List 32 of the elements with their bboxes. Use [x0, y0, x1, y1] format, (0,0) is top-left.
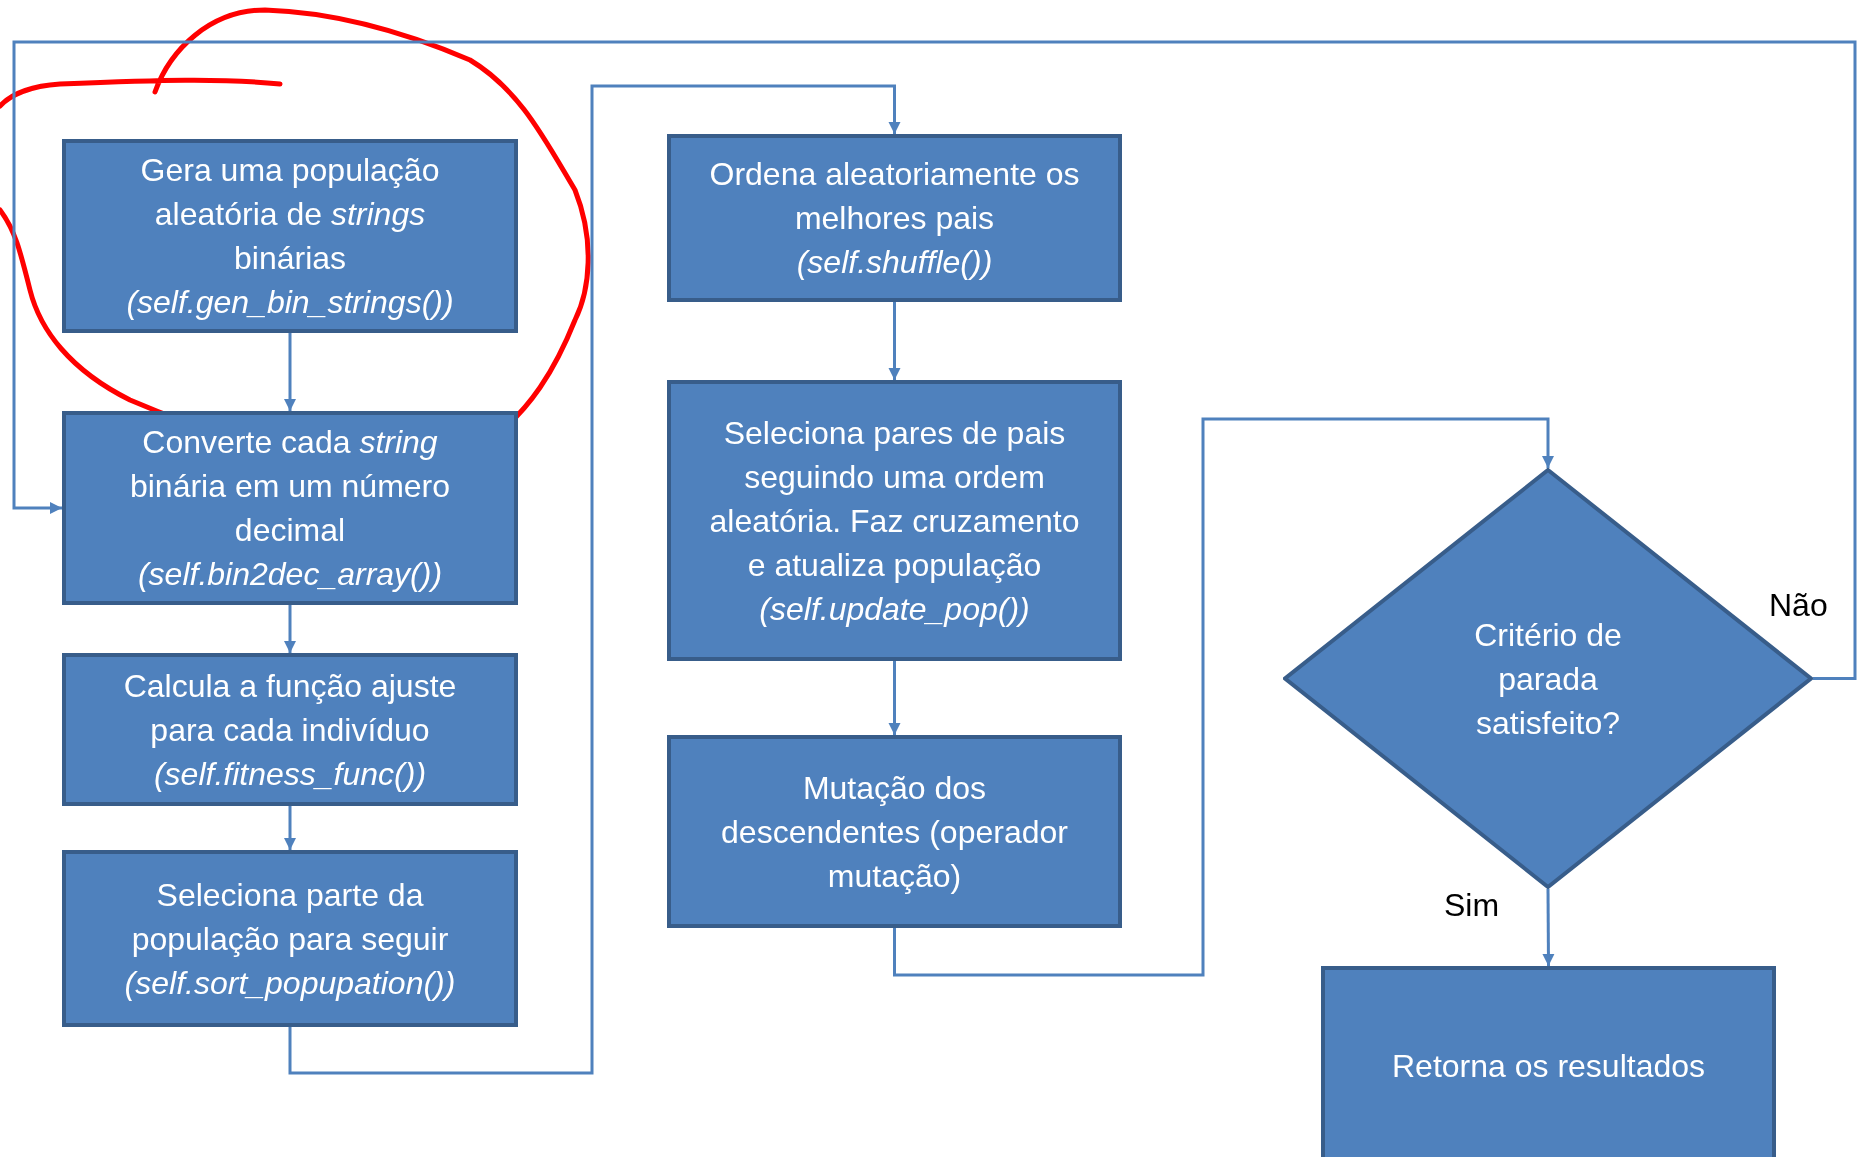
connector-arrow [888, 302, 901, 380]
method-call: (self.shuffle()) [796, 243, 993, 282]
step-text: Ordena aleatoriamente os melhores pais [708, 155, 1081, 238]
step-text: Gera uma população aleatória de strings binárias [139, 151, 441, 278]
step-text: Converte cada string binária em um número decimal [128, 423, 452, 550]
connector-arrow [12, 40, 1857, 680]
process-box [667, 380, 1122, 661]
process-box [62, 653, 518, 806]
connector-arrow [284, 333, 296, 411]
connector-arrow [893, 417, 1554, 977]
process-box [62, 850, 518, 1027]
method-call: (self.fitness_func()) [153, 754, 427, 794]
step-text: Seleciona pares de pais seguindo uma ordem aleatória. Faz cruzamento e atualiza população [708, 413, 1081, 585]
process-box [62, 139, 518, 333]
method-call: (self.gen_bin_strings()) [126, 283, 454, 322]
process-box [1321, 966, 1776, 1157]
step-text: Critério de parada satisfeito? [1473, 615, 1623, 743]
method-call: (self.bin2dec_array()) [137, 555, 443, 594]
connector-arrow [888, 661, 901, 735]
process-box [667, 735, 1122, 928]
connector-arrow [1542, 889, 1555, 966]
connector-arrow [284, 605, 296, 653]
step-text: Retorna os resultados [1391, 1047, 1706, 1086]
connector-arrow [284, 806, 296, 850]
process-box [62, 411, 518, 605]
step-text: Calcula a função ajuste para cada indivíduo [122, 666, 458, 750]
step-text: Mutação dos descendentes (operador mutação) [720, 768, 1069, 896]
method-call: (self.update_pop()) [759, 589, 1030, 629]
step-text: Seleciona parte da população para seguir [130, 875, 450, 959]
method-call: (self.sort_popupation()) [124, 963, 456, 1003]
connector-arrow [288, 84, 901, 1075]
process-box [667, 134, 1122, 302]
